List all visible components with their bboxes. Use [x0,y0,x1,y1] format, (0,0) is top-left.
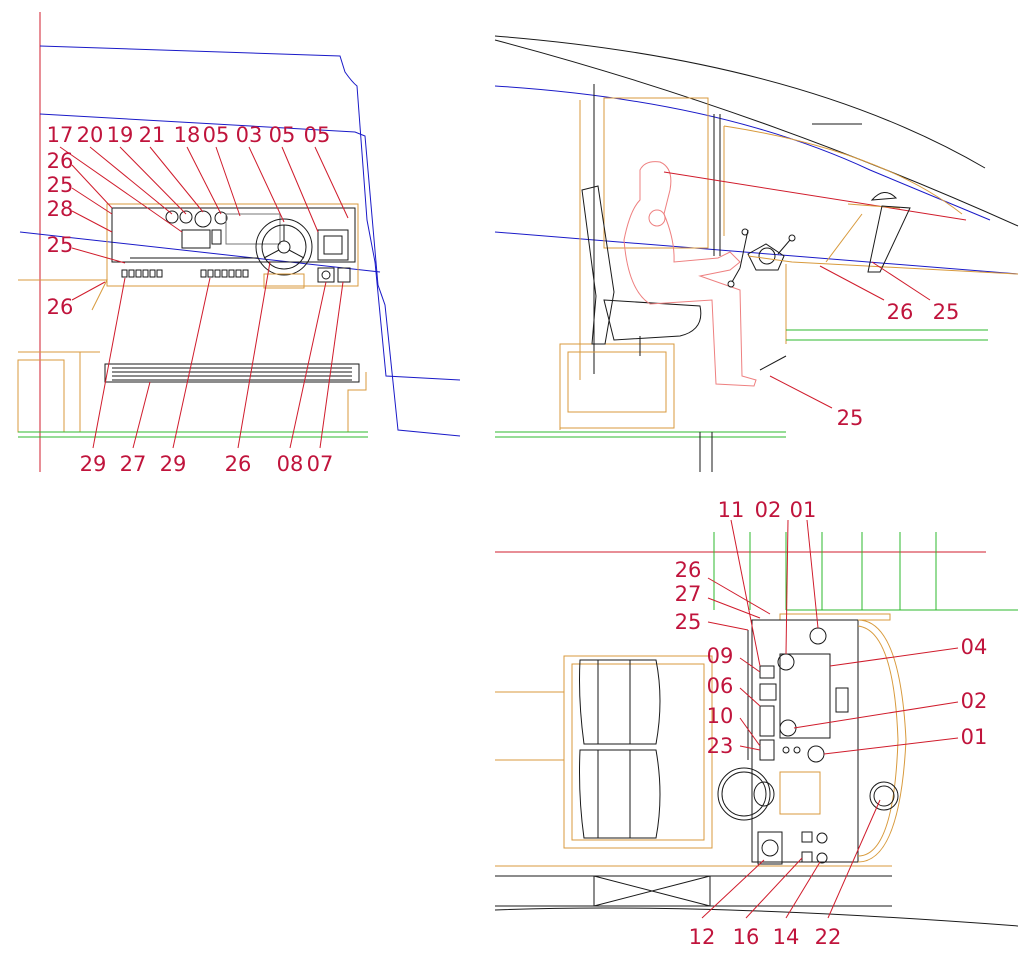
callout-26: 26 [887,300,914,324]
callout-18: 18 [174,123,201,147]
callout-29: 29 [160,452,187,476]
callout-10: 10 [707,704,734,728]
callout-12: 12 [689,925,716,949]
callout-23: 23 [707,734,734,758]
callout-03: 03 [236,123,263,147]
vent-grille [104,363,360,383]
callout-25: 25 [675,610,702,634]
helm-controls-side [727,228,796,288]
helm-console-front [106,203,359,289]
callout-28: 28 [47,197,74,221]
callout-29: 29 [80,452,107,476]
seats-plan [563,655,713,849]
callout-25: 25 [837,406,864,430]
console-plan [717,619,907,865]
callout-16: 16 [733,925,760,949]
callout-01: 01 [790,498,817,522]
callout-05: 05 [203,123,230,147]
callout-19: 19 [107,123,134,147]
callout-21: 21 [139,123,166,147]
callout-06: 06 [707,674,734,698]
callout-27: 27 [675,582,702,606]
callout-26: 26 [675,558,702,582]
callout-04: 04 [961,635,988,659]
callout-02: 02 [755,498,782,522]
callout-01: 01 [961,725,988,749]
seated-figure-outline [623,161,757,387]
callout-05: 05 [269,123,296,147]
plan-view [494,519,1019,927]
callout-09: 09 [707,644,734,668]
callout-20: 20 [77,123,104,147]
callout-11: 11 [718,498,745,522]
front-elevation-view [17,12,461,472]
side-elevation-view [494,35,1019,472]
callout-07: 07 [307,452,334,476]
callout-02: 02 [961,689,988,713]
callout-25: 25 [47,233,74,257]
callout-26: 26 [47,295,74,319]
callout-26: 26 [47,149,74,173]
callout-27: 27 [120,452,147,476]
callout-17: 17 [47,123,74,147]
callout-08: 08 [277,452,304,476]
callout-05: 05 [304,123,331,147]
callout-25: 25 [933,300,960,324]
callout-14: 14 [773,925,800,949]
pilot-seat-side [581,185,702,356]
callout-26: 26 [225,452,252,476]
callout-25: 25 [47,173,74,197]
callout-22: 22 [815,925,842,949]
